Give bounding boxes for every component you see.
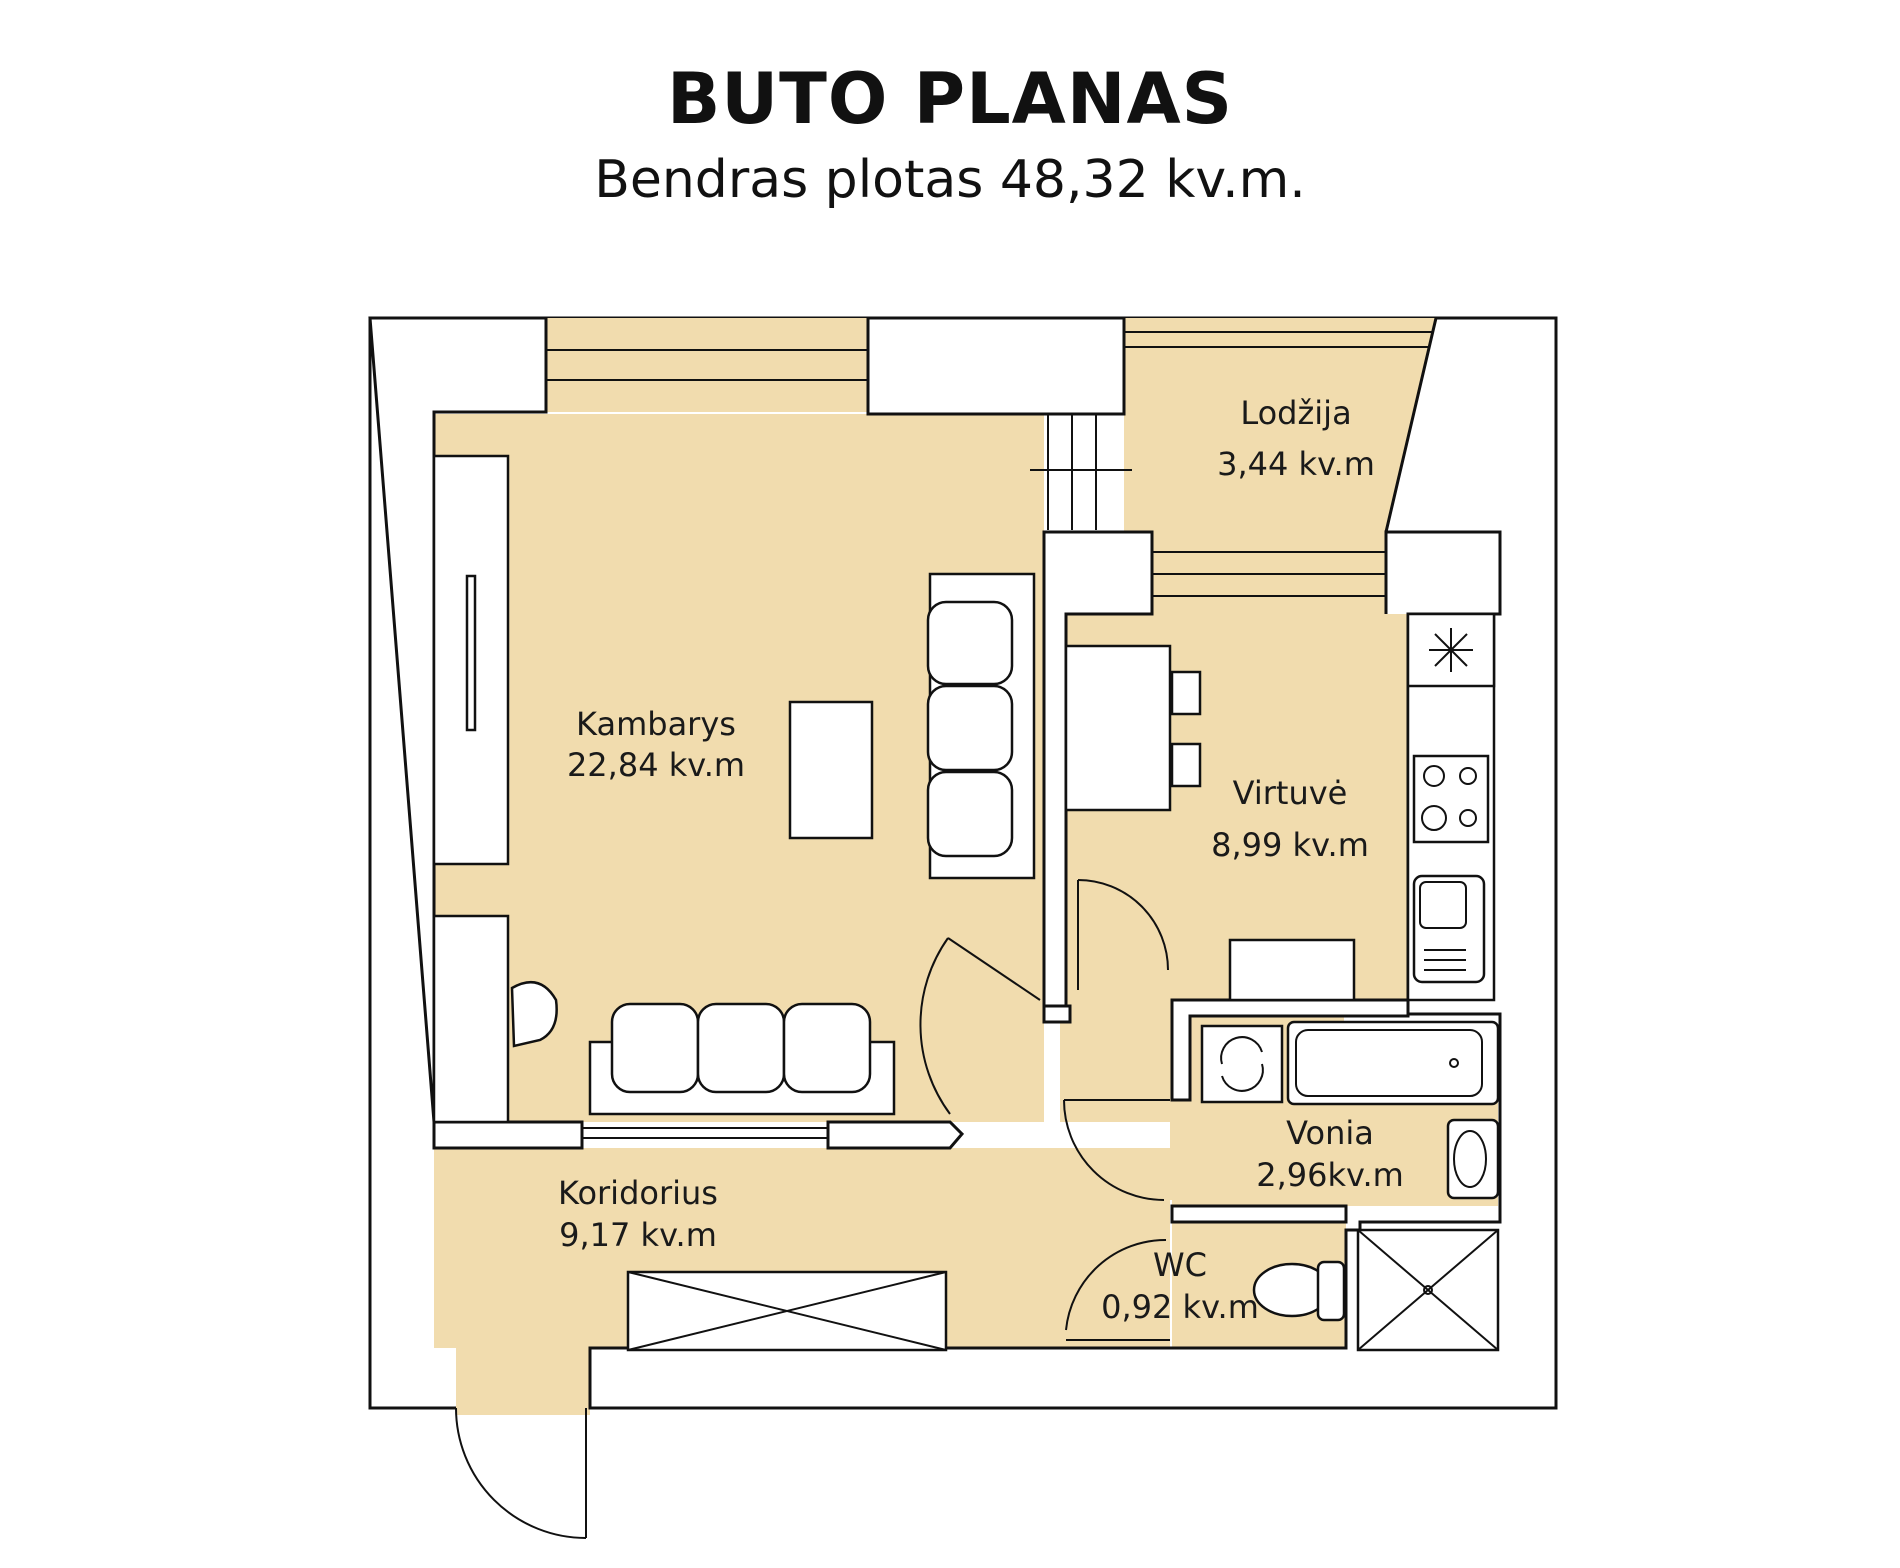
washing-cycle-icon [1220,1036,1264,1092]
vonia-door-swing [1063,1099,1165,1201]
virtuve-name: Virtuvė [1233,774,1348,812]
stove-burner-icon [1459,767,1477,785]
armchair-cushion-1 [926,600,1014,686]
kambarys-door-swing [919,937,951,1115]
washing-machine [1200,1024,1284,1104]
kambarys-furniture [432,454,1036,1124]
toilet-tank [1316,1260,1346,1322]
wardrobe-handle [465,574,477,732]
wc-name: WC [1153,1246,1207,1284]
doors [455,879,1170,1539]
kambarys-name: Kambarys [576,705,736,743]
coffee-table [788,700,874,840]
vonia-floor [1172,1100,1498,1206]
bathtub-inner [1295,1029,1483,1097]
sofa-cushion-1 [610,1002,700,1094]
wc-area: 0,92 kv.m [1101,1288,1259,1326]
vonia-name: Vonia [1286,1114,1374,1152]
bathroom-sink-bowl [1453,1130,1487,1188]
fridge-box [1406,612,1496,688]
kitchen-door-swing [1077,879,1169,971]
koridorius-furniture [626,1270,948,1352]
dining-table [1064,644,1172,812]
vonia-furniture [1200,1020,1500,1200]
window-strip-lodzija [1124,318,1436,362]
plan-subtitle: Bendras plotas 48,32 kv.m. [594,150,1306,210]
vonia-area: 2,96kv.m [1256,1156,1404,1194]
lodzija-area: 3,44 kv.m [1217,445,1375,483]
stove-burner-icon [1423,765,1445,787]
stove [1412,754,1490,844]
dining-chair-1 [1170,670,1202,716]
koridorius-area: 9,17 kv.m [559,1216,717,1254]
desk [432,914,510,1124]
wc-door-swing [1065,1238,1167,1331]
desk-chair [510,980,558,1048]
window-strip-top [546,318,868,412]
sofa-cushion-3 [782,1002,872,1094]
stove-burner-icon [1459,809,1477,827]
shower-drain-icon [1423,1285,1433,1295]
kitchen-cabinet [1228,938,1356,1002]
sink-basin-icon [1419,881,1467,929]
wc-furniture [1252,1260,1346,1322]
fridge-icon [1429,628,1473,672]
sofa-cushion-2 [696,1002,786,1094]
door-outside-floor [456,1408,590,1415]
entrance-door-swing [455,1407,587,1539]
bathtub-drain-icon [1449,1058,1459,1068]
lodzija-name: Lodžija [1240,394,1351,432]
shower-area [1356,1228,1500,1352]
armchair-cushion-3 [926,770,1014,858]
dining-chair-2 [1170,742,1202,788]
stove-burner-icon [1421,805,1447,831]
bathroom-sink [1446,1118,1500,1200]
virtuve-area: 8,99 kv.m [1211,826,1369,864]
kambarys-floor [434,414,1044,1122]
kambarys-area: 22,84 kv.m [567,746,745,784]
bathtub [1286,1020,1500,1106]
virtuve-furniture [1064,612,1496,1002]
koridorius-name: Koridorius [558,1174,718,1212]
room-labels: Lodžija 3,44 kv.m Kambarys 22,84 kv.m Vi… [558,394,1404,1326]
plan-title: BUTO PLANAS [666,58,1234,140]
armchair-cushion-2 [926,684,1014,772]
window-lines [546,331,1436,1139]
